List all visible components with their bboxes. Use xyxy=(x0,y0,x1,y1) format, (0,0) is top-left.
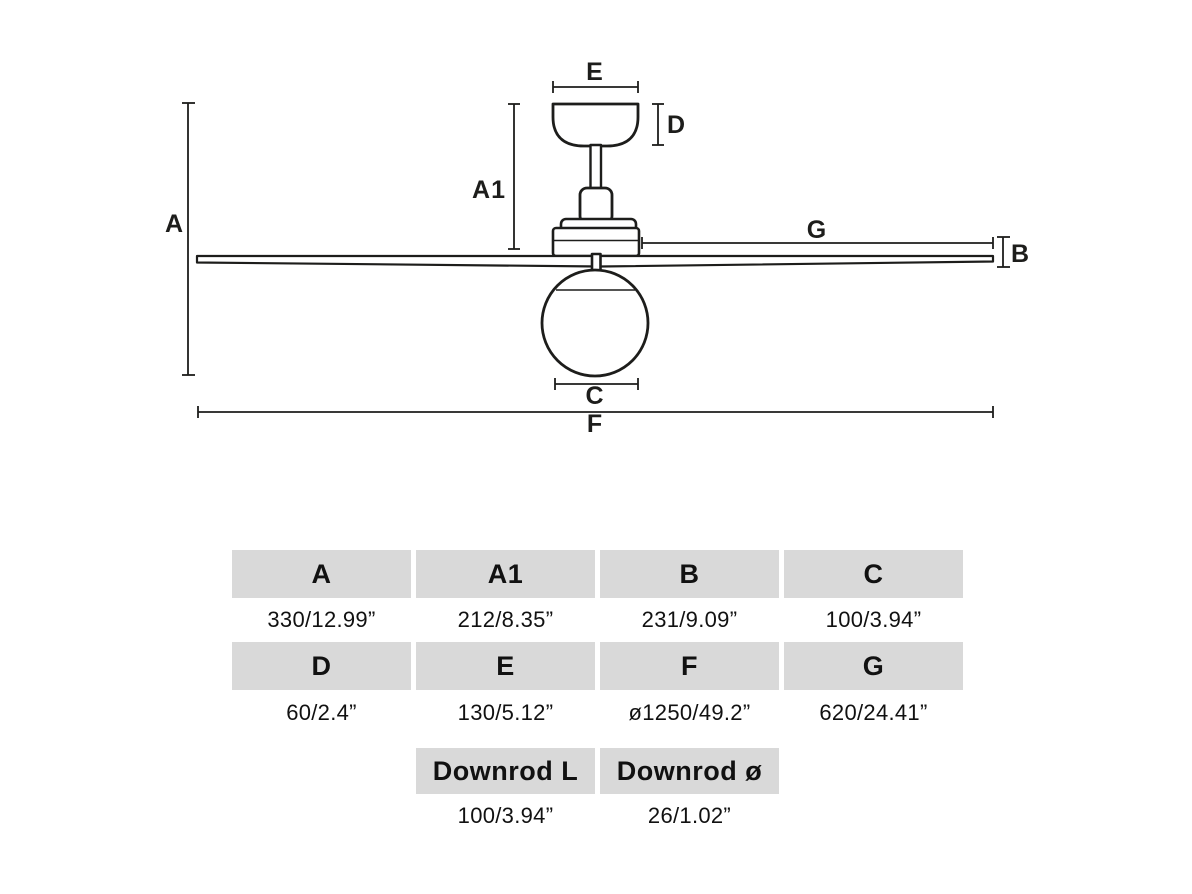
fan-dimension-diagram: A A1 E D G B C F xyxy=(165,58,1030,438)
dim-table-value-F: ø1250/49.2” xyxy=(600,690,779,736)
label-C: C xyxy=(585,382,604,410)
dim-table-value-E: 130/5.12” xyxy=(416,690,595,736)
label-B: B xyxy=(1011,240,1030,268)
motor-housing-outline xyxy=(551,226,641,258)
dim-table-value-A: 330/12.99” xyxy=(232,598,411,642)
label-A: A xyxy=(165,210,184,238)
label-F: F xyxy=(587,410,603,438)
label-D: D xyxy=(667,111,686,139)
dim-table-header-A1: A1 xyxy=(416,550,595,598)
canopy-outline xyxy=(551,102,640,148)
label-G: G xyxy=(807,216,827,244)
dim-table-header-C: C xyxy=(784,550,963,598)
dim-table-header-G: G xyxy=(784,642,963,690)
dim-table-header-F: F xyxy=(600,642,779,690)
label-A1: A1 xyxy=(472,176,506,204)
globe-outline xyxy=(540,268,650,378)
dim-table-value-B: 231/9.09” xyxy=(600,598,779,642)
dim-table-header-downrod-length: Downrod L xyxy=(416,748,595,794)
dim-table-header-B: B xyxy=(600,550,779,598)
fan-diagram-svg: A A1 E D G B C F xyxy=(165,58,1030,438)
dimension-table: A A1 B C 330/12.99” 212/8.35” 231/9.09” … xyxy=(232,550,963,838)
downrod-outline xyxy=(589,143,603,192)
dim-table-header-D: D xyxy=(232,642,411,690)
light-stem-outline xyxy=(590,252,602,273)
fan-outline xyxy=(195,102,995,378)
dim-table-header-A: A xyxy=(232,550,411,598)
dim-table-value-A1: 212/8.35” xyxy=(416,598,595,642)
dim-table-value-C: 100/3.94” xyxy=(784,598,963,642)
dim-table-value-G: 620/24.41” xyxy=(784,690,963,736)
dimension-lines xyxy=(182,81,1010,418)
dim-table-header-downrod-diameter: Downrod ø xyxy=(600,748,779,794)
dim-table-header-E: E xyxy=(416,642,595,690)
dim-table-value-downrod-diameter: 26/1.02” xyxy=(600,794,779,838)
label-E: E xyxy=(586,58,604,86)
dim-table-value-downrod-length: 100/3.94” xyxy=(416,794,595,838)
dim-table-value-D: 60/2.4” xyxy=(232,690,411,736)
